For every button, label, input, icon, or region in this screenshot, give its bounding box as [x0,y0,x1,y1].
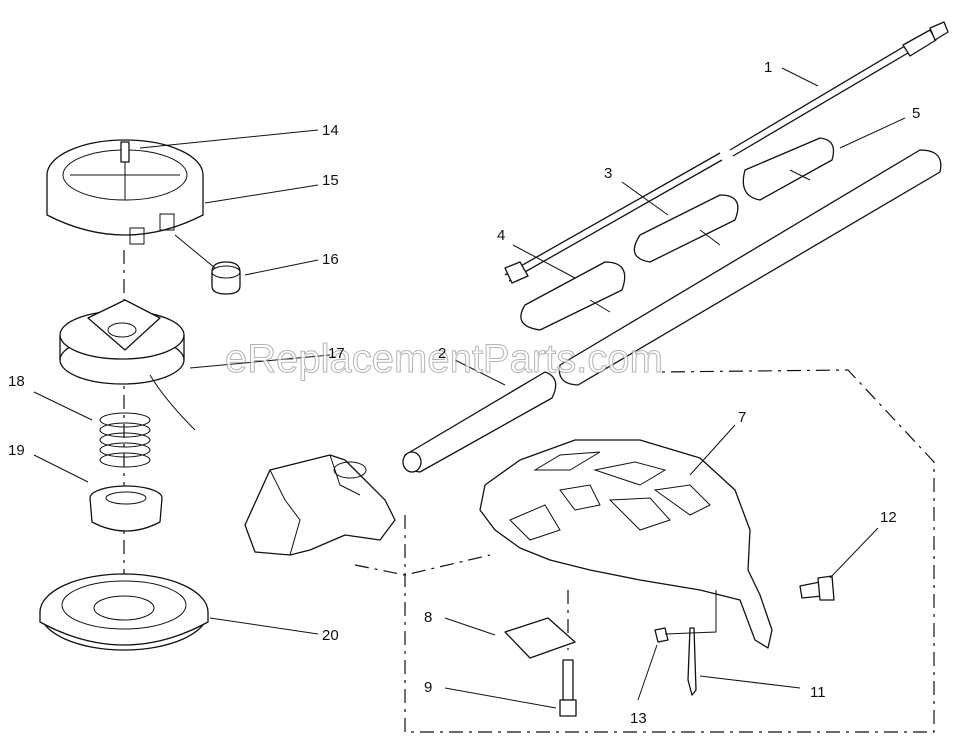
plate-screw [559,659,577,717]
callout-18: 18 [8,373,25,390]
callout-11: 11 [810,684,826,701]
cutter-screw [799,575,835,601]
bushing-lower [520,261,626,331]
drive-cable [504,21,949,284]
callout-9: 9 [424,679,432,696]
callout-16: 16 [322,251,339,268]
bushing-upper [633,194,739,263]
spool-retainer [89,485,163,532]
line-spool [59,299,331,431]
callout-20: 20 [322,627,339,644]
callout-2: 2 [438,345,446,362]
trimmer-shield [479,439,773,649]
spool-cover [46,139,204,245]
liner-sleeve [742,137,835,201]
spool-spring [99,412,151,468]
mounting-plate [504,617,576,659]
leader-lines [33,67,906,709]
callout-12: 12 [880,509,897,526]
line-cutter-blade [687,627,697,696]
spool-knob [174,234,241,295]
callout-1: 1 [764,59,772,76]
watermark: eReplacementParts.com [225,337,663,381]
callout-7: 7 [738,409,746,426]
callout-19: 19 [8,442,25,459]
callout-labels: 1 2 3 4 5 7 8 9 11 12 13 14 15 16 17 18 … [8,59,920,727]
outer-tube [402,149,942,473]
hex-nut [654,627,669,643]
callout-15: 15 [322,172,339,189]
callout-5: 5 [912,105,920,122]
callout-14: 14 [322,122,339,139]
callout-3: 3 [604,165,612,182]
callout-8: 8 [424,609,432,626]
callout-4: 4 [497,227,505,244]
callout-13: 13 [630,710,647,727]
spool-hub [39,573,209,651]
callout-17: 17 [328,345,345,362]
gear-head-housing [244,454,396,556]
